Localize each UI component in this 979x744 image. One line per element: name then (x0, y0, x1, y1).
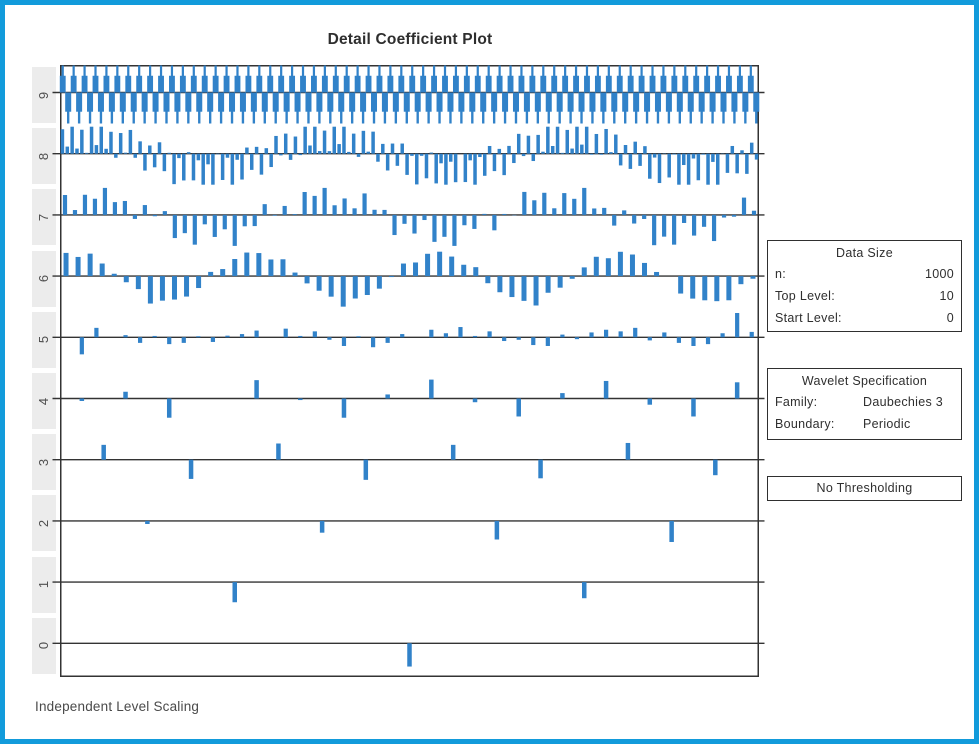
data-size-title: Data Size (836, 246, 893, 260)
level-band-label: 4 (32, 373, 56, 429)
level-band-label: 0 (32, 617, 56, 674)
level-scaling-footnote: Independent Level Scaling (35, 699, 200, 714)
wavelet-specification-box: Wavelet Specification Family: Daubechies… (767, 368, 962, 440)
data-size-row-start-level: Start Level: 0 (775, 307, 954, 329)
data-size-row-top-level: Top Level: 10 (775, 285, 954, 307)
row-value: 1000 (924, 267, 954, 281)
level-band-label: 8 (32, 128, 56, 185)
data-size-box: Data Size n: 1000 Top Level: 10 Start Le… (767, 240, 962, 332)
thresholding-box: No Thresholding (767, 476, 962, 501)
row-value: Daubechies 3 (863, 395, 944, 409)
row-value: Periodic (863, 417, 911, 431)
level-band-label: 1 (32, 556, 56, 613)
row-value: 10 (939, 289, 954, 303)
coefficient-bars-svg (52, 65, 765, 677)
wavelet-spec-row-boundary: Boundary: Periodic (775, 413, 954, 435)
row-label: Top Level: (775, 289, 835, 303)
row-label: Boundary: (775, 417, 835, 431)
level-band-label: 5 (32, 311, 56, 368)
level-band-label: 3 (32, 434, 56, 491)
row-label: Family: (775, 395, 818, 409)
row-value: 0 (946, 311, 954, 325)
wavelet-spec-row-family: Family: Daubechies 3 (775, 391, 954, 413)
level-band-label: 9 (32, 67, 56, 123)
thresholding-title: No Thresholding (816, 481, 913, 495)
row-label: Start Level: (775, 311, 842, 325)
data-size-row-n: n: 1000 (775, 263, 954, 285)
level-band-label: 2 (32, 495, 56, 552)
level-band-label: 7 (32, 189, 56, 246)
level-band-label: 6 (32, 250, 56, 307)
wavelet-spec-title: Wavelet Specification (801, 374, 928, 388)
page-title: Detail Coefficient Plot (327, 31, 493, 48)
row-label: n: (775, 267, 787, 281)
